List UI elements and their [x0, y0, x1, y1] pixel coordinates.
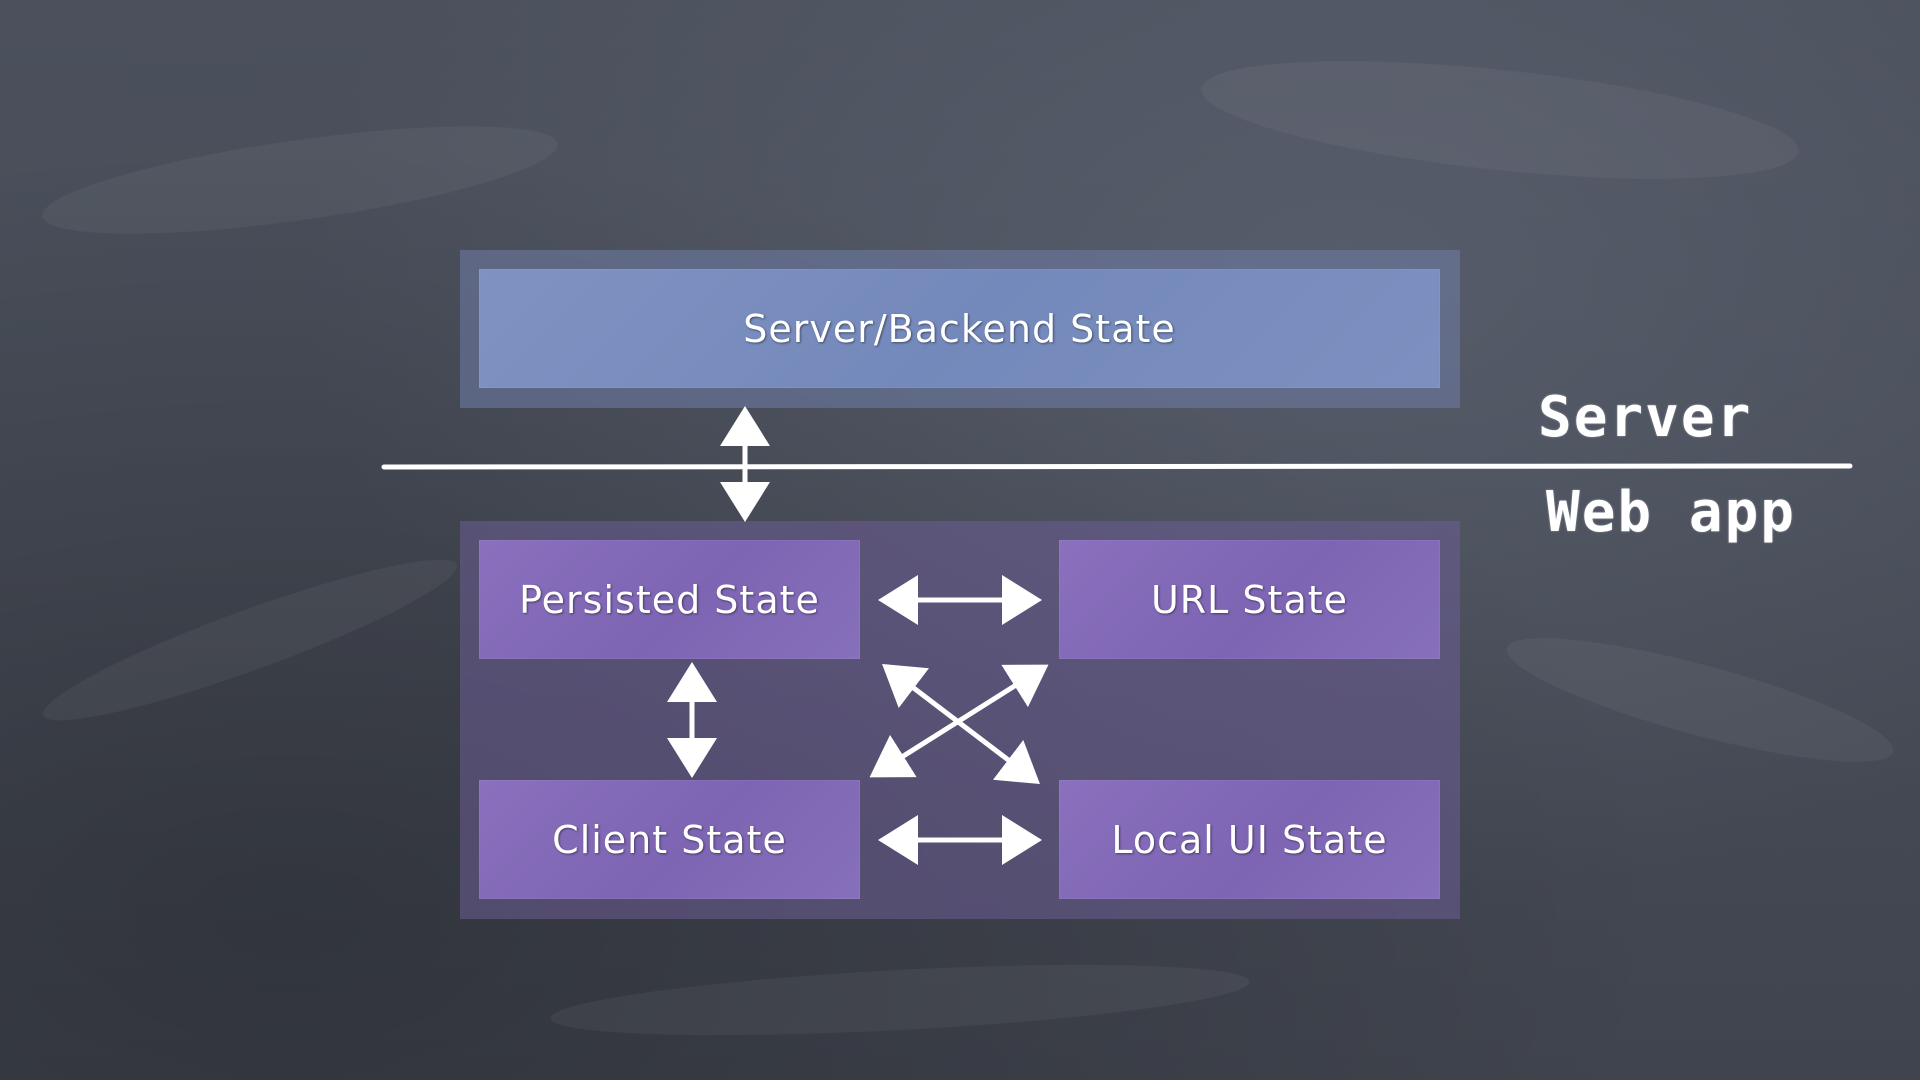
persisted-state-label: Persisted State — [519, 577, 820, 622]
server-backend-state-label: Server/Backend State — [743, 306, 1176, 351]
persisted-state-box: Persisted State — [479, 540, 860, 659]
client-state-box: Client State — [479, 780, 860, 899]
web-app-label: Web app — [1546, 480, 1797, 545]
url-client-arrow — [869, 664, 1049, 778]
server-webapp-divider-line — [381, 463, 1853, 470]
server-backend-state-box: Server/Backend State — [479, 269, 1440, 388]
local-ui-state-label: Local UI State — [1111, 817, 1388, 862]
local-ui-state-box: Local UI State — [1059, 780, 1440, 899]
url-state-box: URL State — [1059, 540, 1440, 659]
client-state-label: Client State — [552, 817, 787, 862]
url-state-label: URL State — [1150, 577, 1349, 622]
server-label: Server — [1538, 385, 1753, 450]
